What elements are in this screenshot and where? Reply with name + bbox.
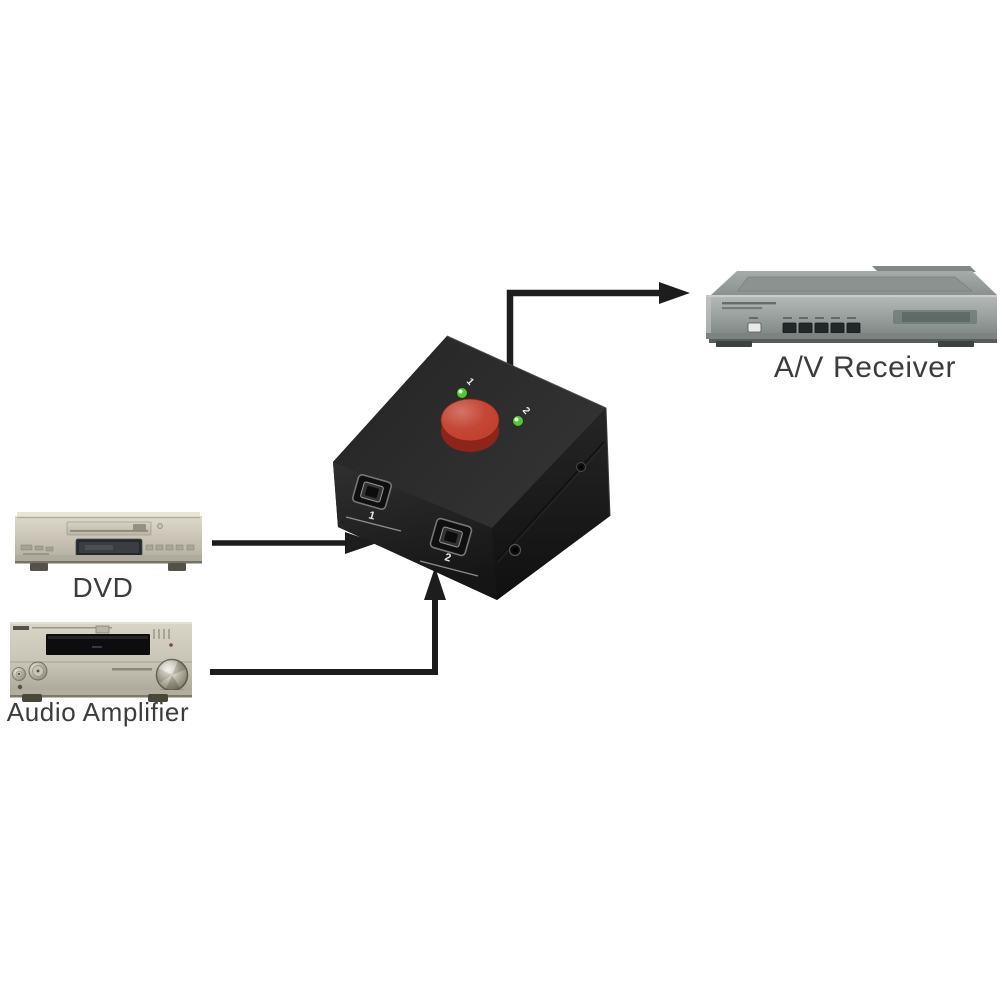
amp-volume-knob	[155, 658, 189, 694]
led-2-label: 2	[520, 405, 532, 417]
arrow-amplifier-to-switch-line	[210, 598, 438, 675]
receiver-lid-lip	[872, 266, 976, 272]
dvd-bottom-band	[15, 555, 202, 563]
led-1	[456, 387, 468, 399]
dvd-bottom-edge	[15, 561, 202, 564]
port-2-groove	[419, 560, 479, 577]
audio-amplifier-image	[10, 622, 192, 702]
receiver-lid-inset	[737, 276, 974, 292]
amp-knob-medium	[28, 661, 48, 681]
dvd-display-segments	[85, 545, 113, 550]
amp-bottom-edge	[10, 695, 192, 698]
red-select-button	[440, 398, 500, 452]
dvd-lip-shadow	[17, 517, 200, 519]
dvd-buttons-left	[20, 544, 54, 555]
amp-indicator-dot	[169, 643, 173, 647]
dvd-buttons-right	[145, 544, 195, 551]
amp-vents	[153, 629, 170, 639]
dvd-logo-mark	[133, 524, 146, 531]
port-2-label: 2	[443, 551, 452, 564]
switch-side-seam-highlight	[497, 443, 606, 563]
dvd-foot-right	[168, 563, 186, 571]
arrow-amplifier-to-switch-head	[424, 567, 446, 600]
switch-side-seam	[496, 441, 605, 561]
arrow-switch-to-receiver-head	[659, 282, 690, 304]
switch-top-edge-highlight	[446, 335, 607, 409]
amp-badge	[95, 625, 110, 634]
port-1-groove	[345, 516, 402, 532]
arrow-amplifier-to-switch	[210, 567, 446, 675]
receiver-model-text-lines	[722, 302, 776, 310]
side-jack-2	[508, 543, 522, 557]
receiver-front-highlight	[706, 295, 997, 297]
receiver-front-buttons	[782, 317, 861, 334]
amp-top-highlight	[10, 622, 192, 624]
dvd-round-button	[157, 523, 163, 529]
dvd-top-lip	[17, 512, 200, 517]
receiver-power-label-dash	[749, 317, 758, 319]
amp-foot-left	[22, 694, 42, 702]
receiver-label: A/V Receiver	[773, 351, 957, 384]
amp-top-groove	[32, 627, 112, 629]
dvd-label: DVD	[72, 572, 134, 603]
amp-small-dot	[17, 684, 23, 690]
arrow-switch-to-receiver-line	[506, 289, 661, 395]
av-receiver-image	[706, 266, 997, 347]
switch-right-edge-highlight	[605, 407, 611, 517]
amp-seam-dark	[10, 661, 192, 663]
amplifier-label: Audio Amplifier	[6, 697, 190, 727]
amp-knob-small	[12, 667, 26, 681]
receiver-base	[709, 339, 997, 343]
optical-port-1	[351, 474, 393, 510]
amp-seam-light	[10, 660, 192, 662]
amp-display-reflection	[48, 636, 148, 639]
switch-box-image: 1 2 1 2	[333, 335, 611, 600]
led-1-label: 1	[464, 376, 476, 388]
port-1-label: 1	[367, 509, 376, 522]
amp-display-segment	[92, 646, 102, 648]
side-jack-1	[576, 462, 586, 472]
receiver-foot-left	[716, 341, 752, 347]
amp-display	[46, 634, 150, 655]
receiver-bottom-strip	[706, 333, 997, 339]
receiver-foot-right	[938, 341, 974, 347]
led-2	[512, 415, 524, 427]
optical-port-2	[429, 517, 473, 557]
dvd-tray-slot	[70, 530, 148, 532]
dvd-foot-left	[30, 563, 48, 571]
arrow-switch-to-receiver	[506, 282, 690, 395]
receiver-left-bevel	[706, 295, 711, 333]
amp-model-text-line	[112, 668, 152, 671]
receiver-power-button	[747, 322, 762, 333]
receiver-brand-badge	[893, 310, 977, 324]
dvd-player-image	[15, 512, 202, 571]
amp-bottom-band	[10, 690, 192, 697]
amp-foot-right	[148, 694, 168, 702]
arrow-dvd-to-switch	[212, 532, 377, 554]
amp-logo-mark	[13, 626, 29, 630]
arrow-dvd-to-switch-head	[345, 532, 377, 554]
